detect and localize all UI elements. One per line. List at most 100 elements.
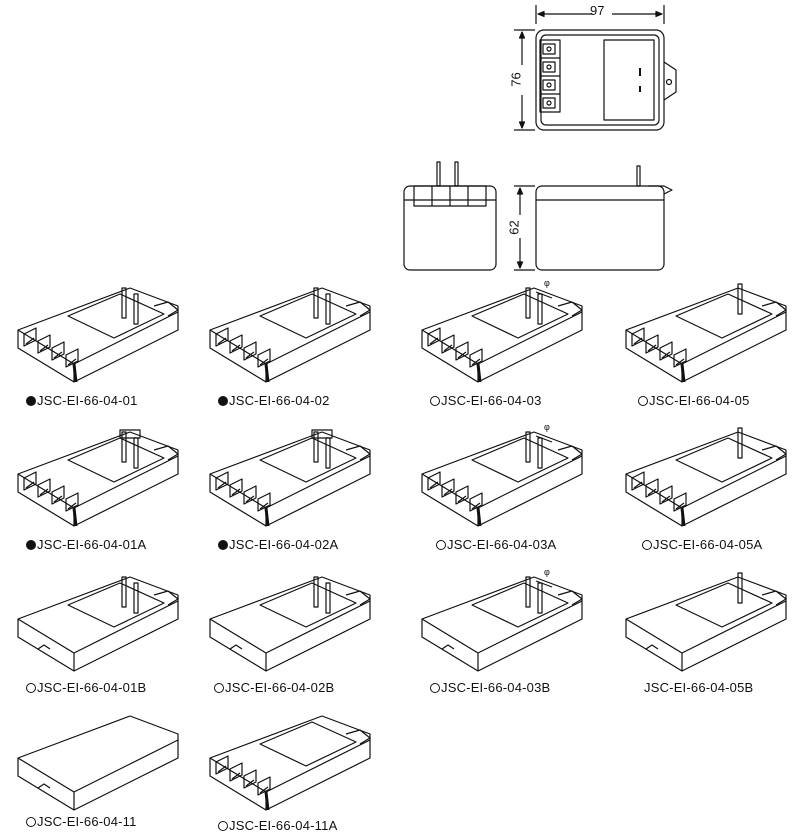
plug-prong — [737, 283, 743, 315]
plug-prong — [325, 437, 331, 469]
model-number: JSC-EI-66-04-03B — [441, 680, 551, 695]
model-label: JSC-EI-66-04-02B — [214, 680, 334, 696]
socket-slot — [25, 337, 35, 345]
adapter-illustration — [17, 715, 179, 811]
socket-outlet — [441, 478, 455, 498]
adapter-top-edge — [17, 311, 179, 365]
socket-outlet — [37, 478, 51, 498]
adapter-top-edge — [625, 455, 787, 509]
label-area — [471, 582, 569, 628]
label-area — [259, 582, 357, 628]
mounting-tab — [153, 445, 179, 461]
socket-slot — [67, 358, 77, 366]
adapter-top-edge — [209, 311, 371, 365]
adapter-top-edge — [421, 600, 583, 654]
socket-outlet — [659, 485, 673, 505]
socket-end-bar — [680, 507, 686, 527]
adapter-top-edge — [209, 600, 371, 654]
socket-outlet — [469, 348, 483, 368]
socket-outlet — [51, 485, 65, 505]
socket-outlet — [65, 492, 79, 512]
plug-prong — [133, 582, 139, 614]
socket-slot — [675, 358, 685, 366]
socket-slot — [39, 344, 49, 352]
mounting-tab — [153, 590, 179, 606]
adapter-body — [209, 287, 371, 383]
mounting-tab — [761, 445, 787, 461]
mounting-tab — [153, 301, 179, 317]
plug-prong — [525, 431, 531, 463]
model-number: JSC-EI-66-04-01 — [37, 393, 138, 408]
adapter-body — [421, 576, 583, 672]
socket-outlet — [51, 341, 65, 361]
plug-prong — [537, 437, 543, 469]
adapter-illustration — [209, 287, 371, 383]
model-number: JSC-EI-66-04-11A — [229, 818, 338, 833]
model-number: JSC-EI-66-04-03A — [447, 537, 557, 552]
open-circle-icon — [26, 817, 36, 827]
width-dimension-label: 97 — [590, 3, 605, 18]
height-dimension-label: 76 — [508, 72, 524, 87]
model-label: JSC-EI-66-04-05B — [644, 680, 753, 696]
model-number: JSC-EI-66-04-02A — [229, 537, 339, 552]
adapter-top-edge — [625, 311, 787, 365]
socket-end-bar — [264, 363, 270, 383]
model-number: JSC-EI-66-04-05B — [644, 680, 754, 695]
model-label: JSC-EI-66-04-11 — [26, 814, 137, 830]
socket-slot — [25, 481, 35, 489]
model-number: JSC-EI-66-04-01A — [37, 537, 147, 552]
open-circle-icon — [26, 683, 36, 693]
socket-slot — [245, 351, 255, 359]
model-number: JSC-EI-66-04-11 — [37, 814, 137, 829]
model-label: JSC-EI-66-04-11A — [218, 818, 337, 834]
plug-prong — [133, 293, 139, 325]
model-number: JSC-EI-66-04-03 — [441, 393, 542, 408]
label-area — [259, 721, 357, 767]
socket-outlet — [229, 478, 243, 498]
adapter-body — [209, 576, 371, 672]
adapter-illustration — [625, 283, 787, 383]
socket-outlet — [215, 471, 229, 491]
plug-cap — [119, 429, 141, 439]
model-label: JSC-EI-66-04-01B — [26, 680, 146, 696]
socket-outlet — [257, 492, 271, 512]
socket-end-bar — [264, 507, 270, 527]
plug-prong — [133, 437, 139, 469]
label-area — [675, 582, 773, 628]
plug-prong — [121, 431, 127, 463]
model-number: JSC-EI-66-04-02B — [225, 680, 335, 695]
mounting-tab — [557, 445, 583, 461]
notch-mark — [229, 644, 243, 650]
label-area — [675, 293, 773, 339]
socket-end-bar — [72, 363, 78, 383]
adapter-illustration — [209, 576, 371, 672]
plug-prong — [121, 576, 127, 608]
socket-outlet — [257, 776, 271, 796]
adapter-illustration — [17, 576, 179, 672]
adapter-body — [625, 287, 787, 383]
socket-slot — [471, 358, 481, 366]
socket-slot — [245, 495, 255, 503]
plug-prong — [525, 287, 531, 319]
label-area — [67, 293, 165, 339]
adapter-top-edge — [17, 455, 179, 509]
adapter-top-edge — [421, 455, 583, 509]
adapter-body — [421, 287, 583, 383]
plug-prong — [737, 572, 743, 604]
model-label: JSC-EI-66-04-03B — [430, 680, 550, 696]
notch-mark — [37, 783, 51, 789]
adapter-illustration: φ — [421, 567, 583, 672]
label-area — [259, 437, 357, 483]
adapter-top-edge — [421, 311, 583, 365]
socket-slot — [661, 495, 671, 503]
diameter-symbol: φ — [544, 278, 550, 288]
adapter-illustration — [625, 427, 787, 527]
mounting-tab — [345, 301, 371, 317]
notch-mark — [645, 644, 659, 650]
filled-circle-icon — [218, 396, 228, 406]
side-view-drawing — [514, 165, 673, 271]
open-circle-icon — [430, 683, 440, 693]
socket-outlet — [243, 769, 257, 789]
socket-end-bar — [476, 363, 482, 383]
